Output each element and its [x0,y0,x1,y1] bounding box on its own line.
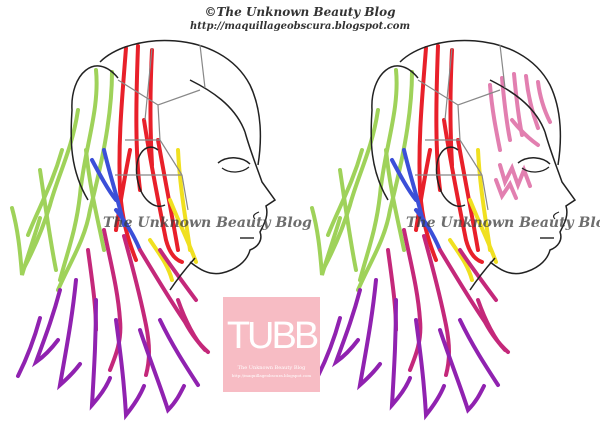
logo-subtitle: The Unknown Beauty Blog [223,365,320,371]
tubb-logo: TUBB The Unknown Beauty Blog http://maqu… [223,297,320,392]
logo-url: http://maquillageobscura.blogspot.com [223,373,320,378]
logo-text: TUBB [223,315,320,358]
header-title: ©The Unknown Beauty Blog [0,5,600,19]
right-pink-fringe [490,74,550,198]
watermark-left: The Unknown Beauty Blog [103,215,312,231]
watermark-right: The Unknown Beauty Blog [406,215,600,231]
header-url: http://maquillageobscura.blogspot.com [0,21,600,32]
